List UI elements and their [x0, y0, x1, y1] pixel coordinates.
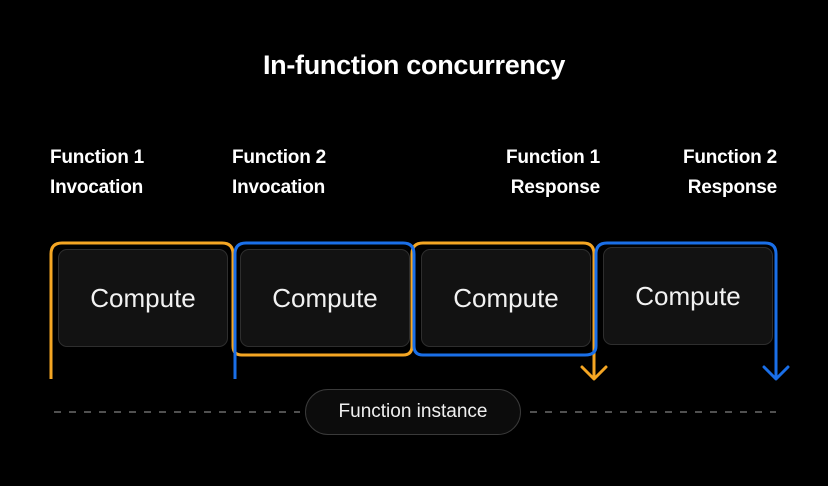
- label-line2: Invocation: [232, 177, 326, 198]
- function-instance-pill: Function instance: [305, 389, 521, 435]
- label-line2: Invocation: [50, 177, 144, 198]
- function2-response-arrowhead: [762, 365, 790, 381]
- label-function2-response: Function 2 Response: [683, 143, 777, 203]
- compute-box-4: Compute: [603, 247, 773, 345]
- function2-path-b: [594, 241, 778, 378]
- function2-path-a: [233, 241, 598, 379]
- compute-box-2: Compute: [240, 249, 410, 347]
- label-line1: Function 2: [232, 147, 327, 168]
- label-line1: Function 1: [505, 147, 600, 168]
- diagram-title: In-function concurrency: [262, 50, 566, 80]
- function1-response-arrowhead: [580, 365, 608, 381]
- label-function1-invocation: Function 1 Invocation: [50, 143, 144, 203]
- label-line2: Response: [687, 177, 777, 198]
- label-function2-invocation: Function 2 Invocation: [232, 143, 326, 203]
- compute-box-3: Compute: [421, 249, 591, 347]
- function1-path-a: [49, 241, 414, 379]
- compute-box-1: Compute: [58, 249, 228, 347]
- label-line1: Function 2: [682, 147, 777, 168]
- label-line2: Response: [510, 177, 600, 198]
- label-line1: Function 1: [50, 147, 145, 168]
- label-function1-response: Function 1 Response: [506, 143, 600, 203]
